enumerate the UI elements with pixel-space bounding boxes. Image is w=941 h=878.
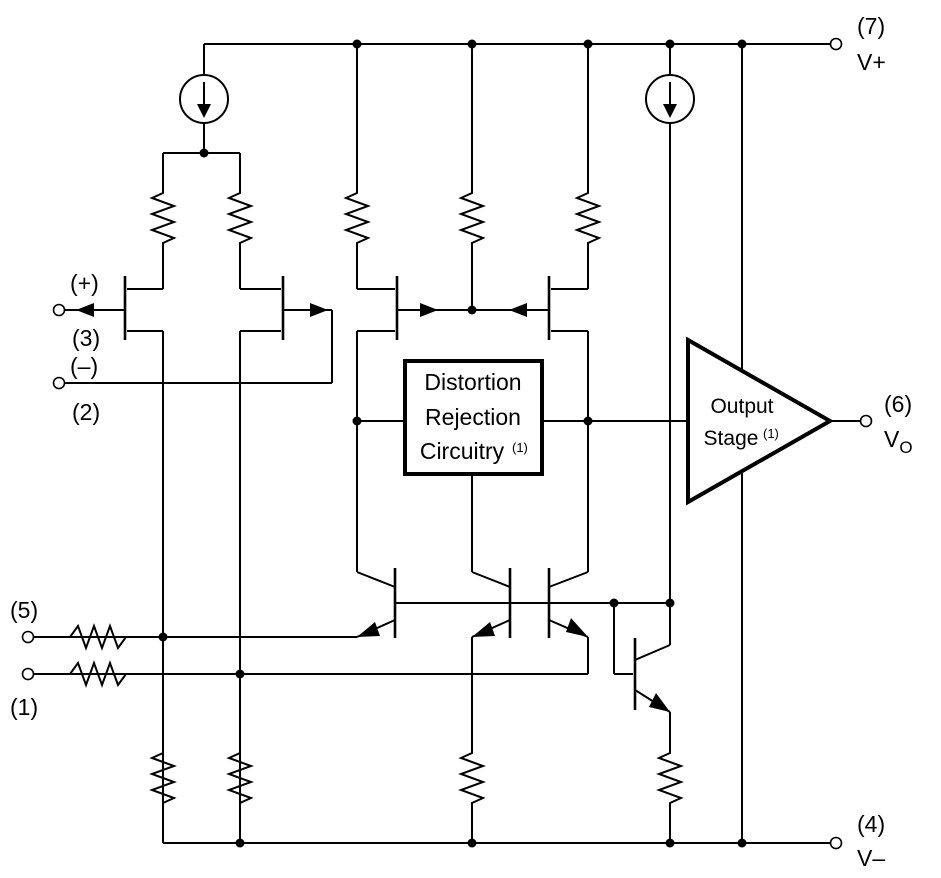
jfet-gain-left xyxy=(356,250,472,572)
resistor-load-left xyxy=(343,185,371,250)
label-pin5: (5) xyxy=(10,597,38,623)
label-pin2: (2) xyxy=(72,399,100,425)
jfet-gain-right xyxy=(472,250,589,572)
resistor-bottom-1 xyxy=(149,745,177,810)
current-source-input-pair xyxy=(179,74,229,153)
label-pin4: (4) xyxy=(857,811,885,837)
bjt-output-bias xyxy=(613,603,671,745)
label-pin6: (6) xyxy=(884,391,912,417)
label-vplus: V+ xyxy=(857,49,886,75)
label-pin7: (7) xyxy=(857,13,885,39)
resistor-input-left xyxy=(149,185,177,250)
terminal-pin2 xyxy=(52,376,66,390)
resistor-input-right xyxy=(226,185,254,250)
terminal-pin1 xyxy=(21,667,35,681)
current-source-output-bias xyxy=(645,44,695,645)
resistor-pin5 xyxy=(64,623,163,651)
junction-dots xyxy=(158,39,747,848)
distortion-rejection-block: Distortion Rejection Circuitry (1) xyxy=(357,359,686,572)
resistor-load-right xyxy=(574,185,602,250)
output-stage-line1: Output xyxy=(710,395,773,418)
output-stage-block: Output Stage (1) xyxy=(686,336,835,506)
bjt-mirror-left xyxy=(64,568,397,638)
label-minus-sign: (–) xyxy=(70,353,98,379)
terminal-pin5 xyxy=(21,630,35,644)
label-plus-sign: (+) xyxy=(70,270,99,296)
terminal-pin6 xyxy=(859,414,873,428)
distortion-label-line2: Rejection xyxy=(425,404,521,430)
output-stage-line2: Stage xyxy=(704,427,759,450)
distortion-footnote: (1) xyxy=(512,440,528,455)
label-vo: VO xyxy=(884,426,913,457)
bjt-mirror-center xyxy=(471,568,512,745)
terminal-pin4 xyxy=(829,836,843,850)
vplus-rail xyxy=(203,43,830,74)
distortion-label-line1: Distortion xyxy=(424,369,521,395)
label-vo-main: V xyxy=(884,426,900,452)
terminal-pin7 xyxy=(829,37,843,51)
resistor-load-center xyxy=(458,185,486,250)
output-stage-footnote: (1) xyxy=(763,426,779,441)
label-pin3: (3) xyxy=(72,325,100,351)
jfet-input-inverting xyxy=(64,250,333,843)
terminal-pin3 xyxy=(52,303,66,317)
jfet-input-noninverting xyxy=(64,250,164,843)
resistor-bottom-4 xyxy=(656,745,684,843)
label-pin1: (1) xyxy=(10,694,38,720)
label-vo-subscript: O xyxy=(899,438,912,457)
resistor-bottom-2 xyxy=(226,745,254,810)
resistor-pin1 xyxy=(64,660,240,688)
label-vminus: V– xyxy=(857,845,885,871)
resistor-bottom-3 xyxy=(458,745,486,843)
distortion-label-line3: Circuitry xyxy=(420,438,505,464)
